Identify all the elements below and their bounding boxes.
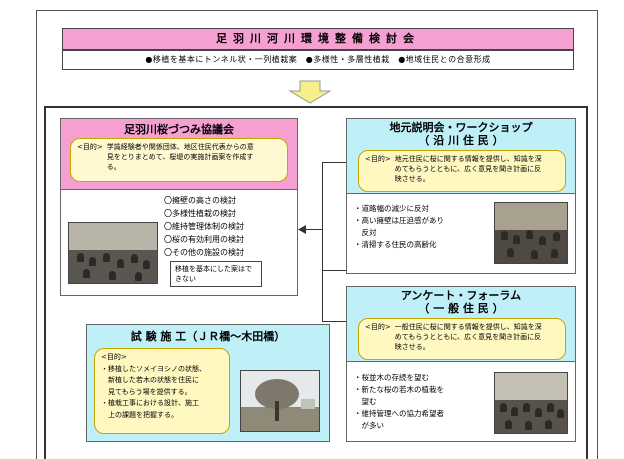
- page-title: 足羽川河川環境整備検討会: [62, 28, 574, 50]
- connector-line: [322, 270, 346, 271]
- goal-label: <目的>: [77, 143, 103, 151]
- goal-label: <目的>: [101, 353, 127, 361]
- connector-line: [322, 321, 346, 322]
- cherry-tree-photo: [240, 370, 320, 432]
- left-arrow-icon: [298, 225, 306, 234]
- list-item: 〇維持管理体制の検討: [164, 222, 244, 231]
- forum-photo: [494, 372, 568, 434]
- local-meeting-title: 地元説明会・ワークショップ （ 沿 川 住 民 ）: [389, 121, 533, 147]
- connector-line: [304, 229, 322, 230]
- list-item: 〇多様性植栽の検討: [164, 209, 236, 218]
- goal-text: 学識経験者や関係団体、地区住民代表からの意見をとりまとめて、桜堤の実施計画案を作…: [106, 143, 254, 171]
- survey-forum-opinions: ・桜並木の存続を望む ・新たな桜の若木の植栽を 望む ・維持管理への協力希望者 …: [354, 372, 494, 432]
- list-item: ・高い擁壁は圧迫感があり: [354, 216, 444, 225]
- survey-forum-title: アンケート・フォーラム （ 一 般 住 民 ）: [400, 289, 522, 315]
- goal-label: <目的>: [365, 323, 391, 331]
- meeting-photo: [68, 222, 158, 284]
- outer-frame: [36, 10, 598, 459]
- goal-line: ・植栽工事における設計、施工: [101, 399, 199, 407]
- policy-summary: ●移植を基本にトンネル状・一列植栽案 ●多様性・多層性植栽 ●地域住民との合意形…: [62, 50, 574, 70]
- goal-line: 新植した若木の状態を住民に: [101, 376, 199, 384]
- council-review-list: 〇擁壁の高さの検討 〇多様性植栽の検討 〇維持管理体制の検討 〇桜の有効利用の検…: [164, 194, 294, 259]
- goal-line: ・移植したソメイヨシノの状態、: [101, 364, 206, 373]
- list-item: ・桜並木の存続を望む: [354, 373, 429, 382]
- sakura-council-title: 足羽川桜づつみ協議会: [124, 123, 234, 136]
- list-item: 〇その他の施設の検討: [164, 248, 244, 257]
- trial-construction-title: 試 験 施 工（ＪＲ橋～木田橋）: [130, 330, 286, 343]
- goal-line: 上の課題を把握する。: [101, 410, 178, 419]
- list-item: ・清掃する住民の高齢化: [354, 240, 437, 249]
- list-item: ・維持管理への協力希望者: [354, 409, 444, 418]
- workshop-photo: [494, 202, 568, 264]
- goal-line: 見てもらう場を提供する。: [101, 387, 192, 396]
- connector-line: [322, 162, 346, 163]
- goal-label: <目的>: [365, 155, 391, 163]
- list-item: 反対: [354, 228, 377, 237]
- council-note: 移植を基本にした案はできない: [170, 261, 262, 287]
- list-item: 〇桜の有効利用の検討: [164, 235, 244, 244]
- main-process-box: [44, 106, 588, 459]
- list-item: が多い: [354, 421, 384, 430]
- down-arrow-icon: [288, 80, 332, 104]
- goal-text: 地元住民に桜に関する情報を提供し、知識を深めてもらうとともに、広く意見を聞き計画…: [394, 155, 542, 183]
- list-item: 望む: [354, 397, 377, 406]
- sakura-council-goal: <目的>学識経験者や関係団体、地区住民代表からの意見をとりまとめて、桜堤の実施計…: [70, 138, 288, 182]
- local-meeting-goal: <目的>地元住民に桜に関する情報を提供し、知識を深めてもらうとともに、広く意見を…: [358, 150, 566, 192]
- list-item: 〇擁壁の高さの検討: [164, 196, 236, 205]
- goal-text: 一般住民に桜に関する情報を提供し、知識を深めてもらうとともに、広く意見を聞き計画…: [394, 323, 542, 351]
- survey-forum-goal: <目的>一般住民に桜に関する情報を提供し、知識を深めてもらうとともに、広く意見を…: [358, 318, 566, 360]
- connector-line: [322, 162, 323, 322]
- list-item: ・新たな桜の若木の植栽を: [354, 385, 444, 394]
- local-meeting-opinions: ・道路幅の減少に反対 ・高い擁壁は圧迫感があり 反対 ・清掃する住民の高齢化: [354, 203, 494, 251]
- list-item: ・道路幅の減少に反対: [354, 204, 429, 213]
- trial-construction-goal: <目的> ・移植したソメイヨシノの状態、 新植した若木の状態を住民に 見てもらう…: [94, 348, 230, 434]
